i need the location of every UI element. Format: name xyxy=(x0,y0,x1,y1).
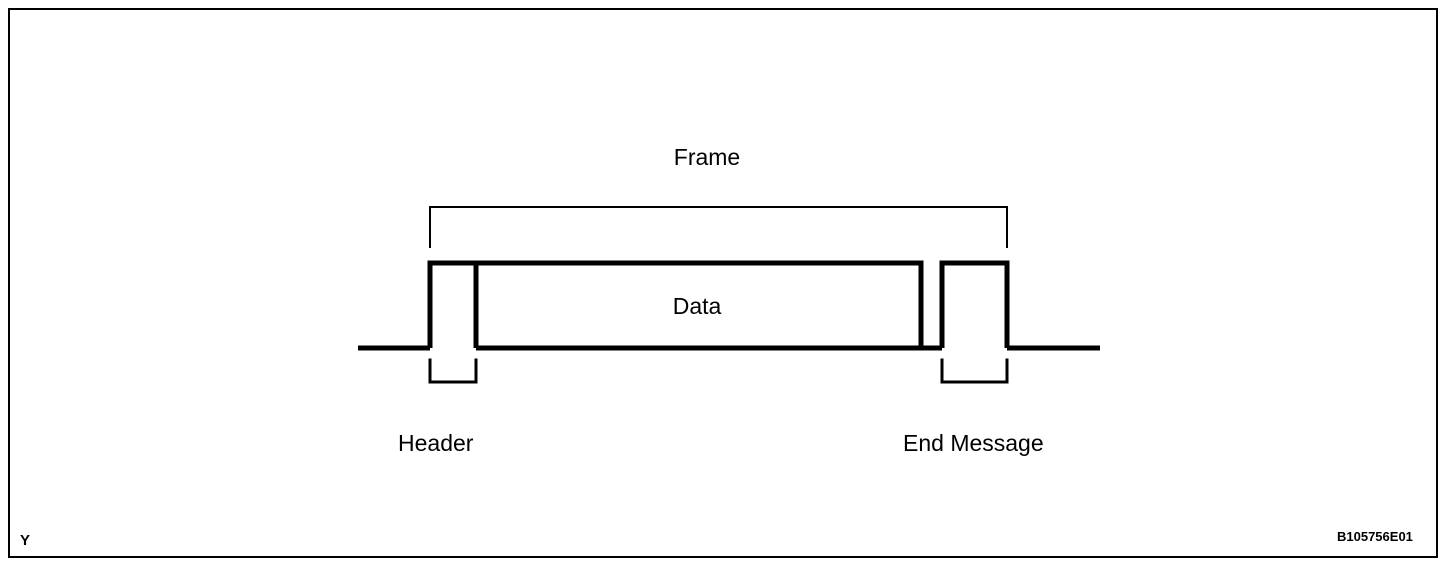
frame-label: Frame xyxy=(673,144,741,170)
corner-mark-left: Y xyxy=(20,532,31,549)
waveform-end-message-pulse xyxy=(939,260,1010,348)
figure-border xyxy=(8,8,1438,558)
header-label: Header xyxy=(398,430,474,456)
end-message-label: End Message xyxy=(903,430,1044,456)
end-message-span-bracket xyxy=(940,358,1009,384)
data-label: Data xyxy=(672,293,722,319)
header-span-bracket xyxy=(428,358,478,384)
frame-span-bracket xyxy=(429,206,1008,248)
waveform-data-block xyxy=(473,260,924,351)
signal-waveform xyxy=(358,260,1100,351)
figure-id-code: B105756E01 xyxy=(1337,529,1413,544)
